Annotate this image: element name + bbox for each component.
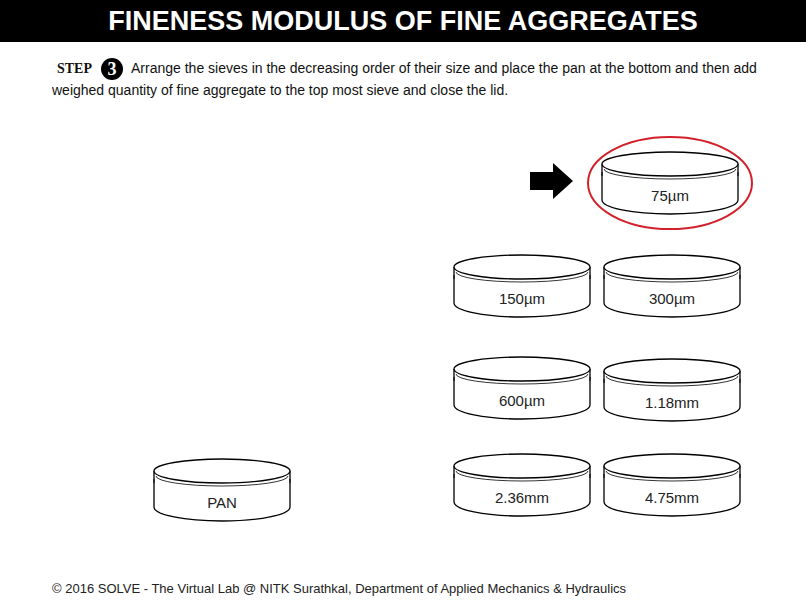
sieve-label: 600µm (452, 392, 592, 410)
sieve-box: 600µm (452, 355, 592, 423)
pointer-arrow (530, 163, 573, 199)
sieve-edge (740, 379, 741, 383)
sieve-edge (590, 474, 591, 478)
sieve-band (604, 169, 736, 179)
sieve-label: 1.18mm (602, 394, 742, 412)
sieve-box: 2.36mm (452, 452, 592, 520)
sieve-edge (290, 479, 291, 483)
sieve-box: 75µm (600, 150, 740, 218)
sieve-outline (452, 253, 592, 325)
sieve-band (156, 476, 288, 486)
sieve-label: 2.36mm (452, 489, 592, 507)
highlight-ring (588, 137, 752, 229)
copyright-footer: © 2016 SOLVE - The Virtual Lab @ NITK Su… (52, 581, 626, 596)
step-instruction: Arrange the sieves in the decreasing ord… (52, 60, 757, 98)
sieve-band (606, 272, 738, 282)
step-number: 3 (101, 58, 123, 80)
title-bar: FINENESS MODULUS OF FINE AGGREGATES (0, 0, 806, 42)
sieve-outline (152, 457, 292, 529)
sieve-box: 1.18mm (602, 357, 742, 425)
sieve-edge (454, 377, 455, 381)
sieve-edge (604, 275, 605, 279)
sieve-edge (154, 479, 155, 483)
sieve-label: 4.75mm (602, 489, 742, 507)
sieve-label: PAN (152, 494, 292, 512)
sieve-rim (454, 454, 590, 478)
sieve-box: 300µm (602, 253, 742, 321)
sieve-rim (604, 255, 740, 279)
sieve-outline (600, 150, 740, 222)
sieve-outline (602, 452, 742, 524)
sieve-rim (604, 359, 740, 383)
sieve-edge (738, 172, 739, 176)
step-word: STEP (57, 61, 92, 76)
sieve-edge (590, 275, 591, 279)
sieve-outline (602, 253, 742, 325)
sieve-edge (454, 275, 455, 279)
sieve-edge (740, 275, 741, 279)
sieve-outline (602, 357, 742, 429)
sieve-band (606, 376, 738, 386)
sieve-outline (452, 452, 592, 524)
sieve-rim (454, 357, 590, 381)
sieve-edge (604, 379, 605, 383)
page-title: FINENESS MODULUS OF FINE AGGREGATES (0, 0, 806, 42)
sieve-box: 4.75mm (602, 452, 742, 520)
sieve-label: 300µm (602, 290, 742, 308)
sieve-box: PAN (152, 457, 292, 525)
sieve-edge (604, 474, 605, 478)
sieve-rim (604, 454, 740, 478)
sieve-box: 150µm (452, 253, 592, 321)
sieve-label: 150µm (452, 290, 592, 308)
sieve-edge (740, 474, 741, 478)
sieve-edge (590, 377, 591, 381)
sieve-edge (602, 172, 603, 176)
sieve-outline (452, 355, 592, 427)
sieve-band (456, 272, 588, 282)
sieve-rim (602, 152, 738, 176)
sieve-band (456, 374, 588, 384)
step-paragraph: STEP 3Arrange the sieves in the decreasin… (52, 58, 797, 101)
sieve-rim (154, 459, 290, 483)
sieve-edge (454, 474, 455, 478)
sieve-rim (454, 255, 590, 279)
sieve-label: 75µm (600, 187, 740, 205)
sieve-band (606, 471, 738, 481)
sieve-band (456, 471, 588, 481)
